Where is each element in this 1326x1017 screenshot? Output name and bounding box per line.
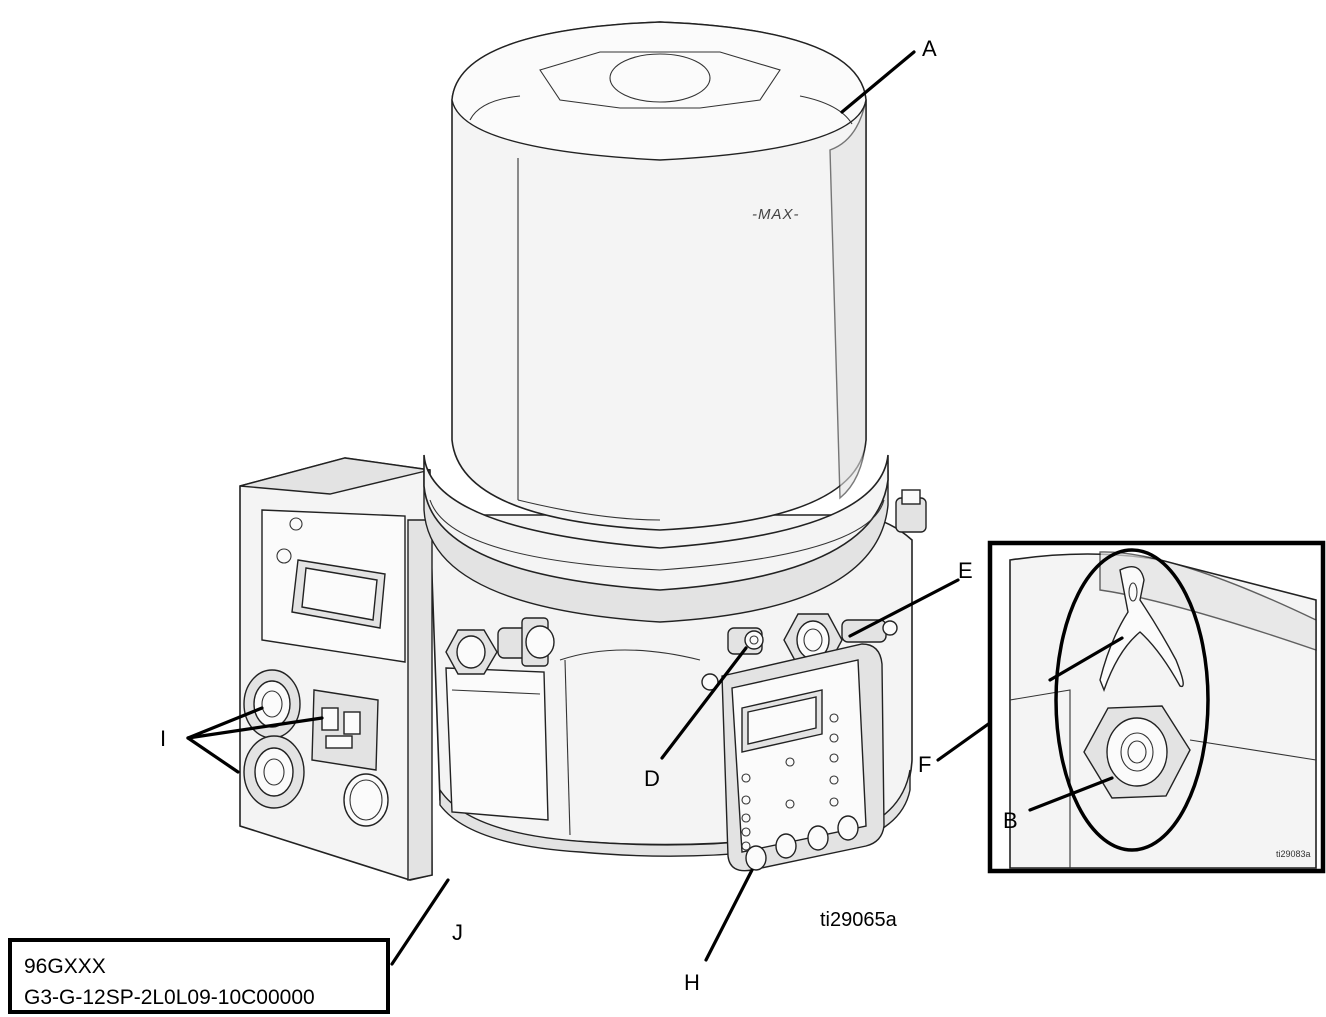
detail-inset: B ti29083a bbox=[987, 540, 1326, 874]
max-fill-label: -MAX- bbox=[752, 206, 800, 223]
figure-id: ti29065a bbox=[820, 909, 898, 931]
callout-h: H bbox=[684, 970, 700, 995]
detail-figure-id: ti29083a bbox=[1276, 849, 1311, 859]
control-panel bbox=[721, 643, 885, 872]
outlet-fitting-left bbox=[445, 617, 555, 675]
callout-j: J bbox=[452, 920, 463, 945]
leader-f-inset bbox=[1048, 636, 1124, 682]
leader-e bbox=[848, 578, 960, 638]
leader-a bbox=[840, 50, 916, 114]
electrical-box bbox=[239, 457, 433, 881]
leader-i-1 bbox=[186, 706, 264, 740]
zerk-fitting bbox=[701, 627, 764, 691]
callout-i: I bbox=[160, 726, 166, 751]
power-connector bbox=[311, 689, 379, 771]
leader-d bbox=[660, 646, 748, 760]
part-number: 96GXXX bbox=[24, 955, 106, 978]
control-buttons bbox=[745, 815, 859, 871]
callout-b: B bbox=[1003, 808, 1018, 833]
outlet-fitting-right bbox=[783, 613, 898, 667]
callout-d: D bbox=[644, 766, 660, 791]
callout-f: F bbox=[918, 752, 931, 777]
callout-e: E bbox=[958, 558, 973, 583]
callout-a: A bbox=[922, 36, 937, 61]
side-fitting bbox=[895, 489, 927, 533]
leader-lines bbox=[186, 50, 1052, 966]
leader-b bbox=[1028, 776, 1114, 812]
configuration-code: G3-G-12SP-2L0L09-10C00000 bbox=[24, 986, 315, 1009]
conduit-fitting-lower bbox=[243, 735, 305, 809]
reservoir-collar bbox=[423, 454, 889, 623]
part-number-box: 96GXXX G3-G-12SP-2L0L09-10C00000 bbox=[8, 938, 390, 1014]
leader-h bbox=[704, 868, 754, 962]
leader-i-2 bbox=[186, 716, 324, 740]
reservoir: -MAX- bbox=[451, 21, 867, 531]
leader-i-3 bbox=[186, 736, 240, 774]
leader-j bbox=[390, 878, 450, 966]
conduit-fitting-upper bbox=[243, 669, 301, 739]
indicator-leds bbox=[741, 713, 839, 851]
